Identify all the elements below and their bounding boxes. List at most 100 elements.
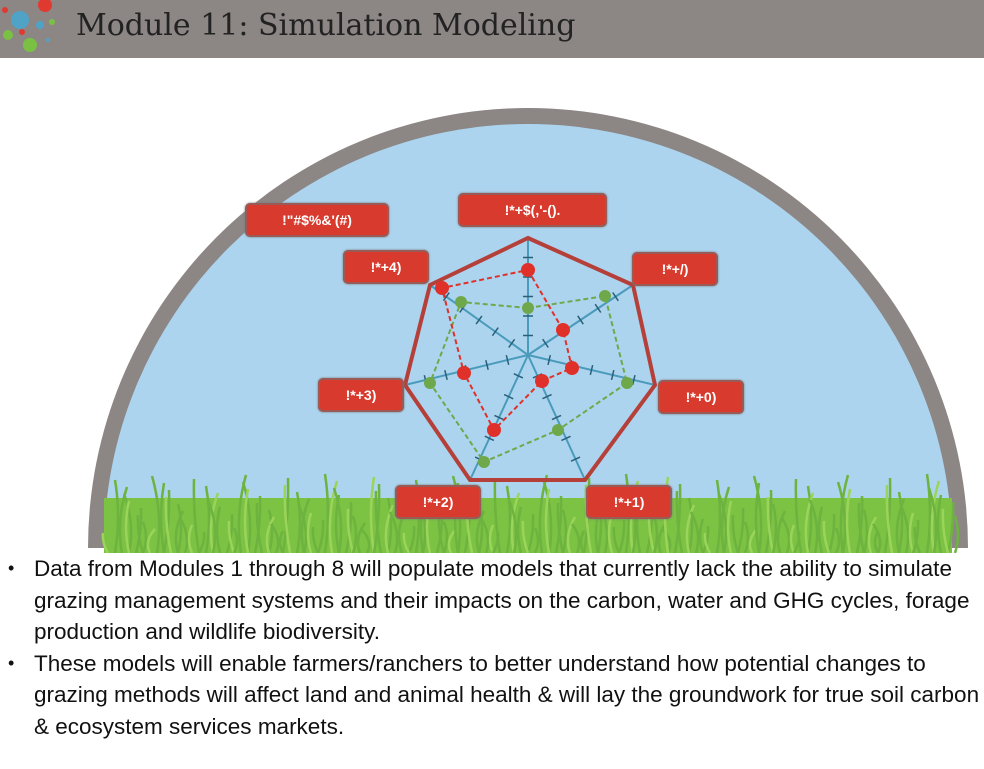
grass-blade: [232, 527, 239, 553]
grass-blade: [941, 508, 950, 553]
grass-blade: [720, 486, 731, 553]
grass-blade: [556, 502, 565, 553]
grass-blade: [300, 498, 311, 553]
grass-blade: [225, 513, 234, 553]
grass-blade: [386, 497, 393, 553]
grass-blade: [897, 491, 904, 553]
grass-blade: [283, 484, 292, 553]
grass-blade: [344, 501, 353, 553]
grass-blade: [612, 526, 621, 553]
grass-blade: [804, 492, 815, 553]
grass-blade: [178, 517, 189, 553]
grass-blade: [867, 516, 878, 553]
grass-blade: [164, 496, 173, 553]
grass-blade: [953, 515, 960, 553]
grass-blade: [407, 525, 416, 553]
axis-label-top: !*+$(,'-().: [458, 193, 607, 227]
axis-tick: [589, 364, 594, 376]
grass-blade: [895, 498, 906, 553]
grass-blade: [726, 500, 733, 553]
green-series-point: [599, 290, 611, 302]
grass-blade: [267, 509, 274, 553]
grass-blade: [316, 519, 325, 553]
grass-blade: [510, 492, 521, 553]
grass-blade: [297, 505, 308, 553]
grass-blade: [516, 506, 523, 553]
red-series-point: [521, 263, 535, 277]
red-series-point: [457, 366, 471, 380]
grass-blade: [124, 500, 131, 553]
grass-blade: [150, 475, 161, 553]
axis-tick: [594, 303, 602, 313]
header-bar: Module 11: Simulation Modeling: [0, 0, 984, 58]
axis-tick: [542, 393, 552, 400]
grass-blade: [946, 501, 955, 553]
grass-blade: [566, 516, 577, 553]
axis-tick: [547, 354, 552, 366]
grass-blade: [369, 476, 376, 553]
grass-blade: [134, 507, 143, 553]
grass-blade: [113, 479, 120, 553]
grass-blade: [873, 530, 880, 553]
grass-blade: [561, 509, 568, 553]
grass-blade: [332, 487, 343, 553]
axis-tick: [570, 456, 581, 462]
grass-blade: [505, 485, 512, 553]
axis-label-lower-left: !*+2): [395, 485, 481, 519]
grass-blade: [808, 499, 819, 553]
grass-blade: [703, 532, 712, 553]
grass-blade: [673, 483, 682, 553]
page-title: Module 11: Simulation Modeling: [76, 8, 576, 43]
bullet-item: •These models will enable farmers/ranche…: [8, 650, 980, 739]
grass-blade: [295, 491, 302, 553]
grass-blade: [806, 485, 813, 553]
axis-tick: [577, 315, 584, 325]
grass-blade: [766, 496, 775, 553]
axis-label-left: !*+3): [318, 378, 404, 412]
grass-blade: [122, 493, 133, 553]
grass-blade: [794, 478, 803, 553]
grass-blade: [507, 499, 518, 553]
grass-blade: [542, 481, 553, 553]
axis-tick: [491, 327, 499, 337]
grass-blade: [789, 524, 796, 553]
grass-blade: [176, 503, 183, 553]
axis-label-upper-right: !*+/): [632, 252, 718, 286]
grass-blade: [817, 506, 824, 553]
radar-frame: [402, 235, 658, 482]
bullet-text: These models will enable farmers/rancher…: [34, 650, 980, 739]
grass-blade: [241, 481, 252, 553]
grass-blade: [776, 510, 787, 553]
grass-blade: [927, 487, 938, 553]
axis-tick: [610, 369, 615, 381]
grass-blade: [908, 512, 915, 553]
axis-tick: [513, 373, 524, 379]
grass-blade: [936, 494, 943, 553]
grass-blade: [701, 525, 710, 553]
axis-tick: [561, 435, 571, 442]
grass-blade: [736, 507, 745, 553]
axis-tick: [484, 435, 495, 442]
grass-blade: [351, 515, 358, 553]
grass-blade: [306, 512, 313, 553]
grass-blade: [136, 514, 145, 553]
bullet-text: Data from Modules 1 through 8 will popul…: [34, 556, 970, 644]
grass-blade: [754, 482, 761, 553]
grass-blade: [913, 526, 922, 553]
grass-blade: [687, 497, 694, 553]
grass-blade: [689, 511, 700, 553]
grass-blade: [402, 532, 411, 553]
grass-blade: [584, 484, 593, 553]
grass-blade: [488, 524, 495, 553]
grass-blade: [925, 473, 932, 553]
red-series-point: [556, 323, 570, 337]
grass-blade: [526, 513, 535, 553]
grass-blade: [822, 520, 831, 553]
grass-blade: [493, 478, 502, 553]
grass-blade: [521, 520, 530, 553]
grass-blade: [764, 489, 773, 553]
bullet-item: •Data from Modules 1 through 8 will popu…: [8, 556, 970, 644]
grass-blade: [311, 526, 320, 553]
grass-blade: [255, 502, 264, 553]
grass-blade: [743, 521, 750, 553]
